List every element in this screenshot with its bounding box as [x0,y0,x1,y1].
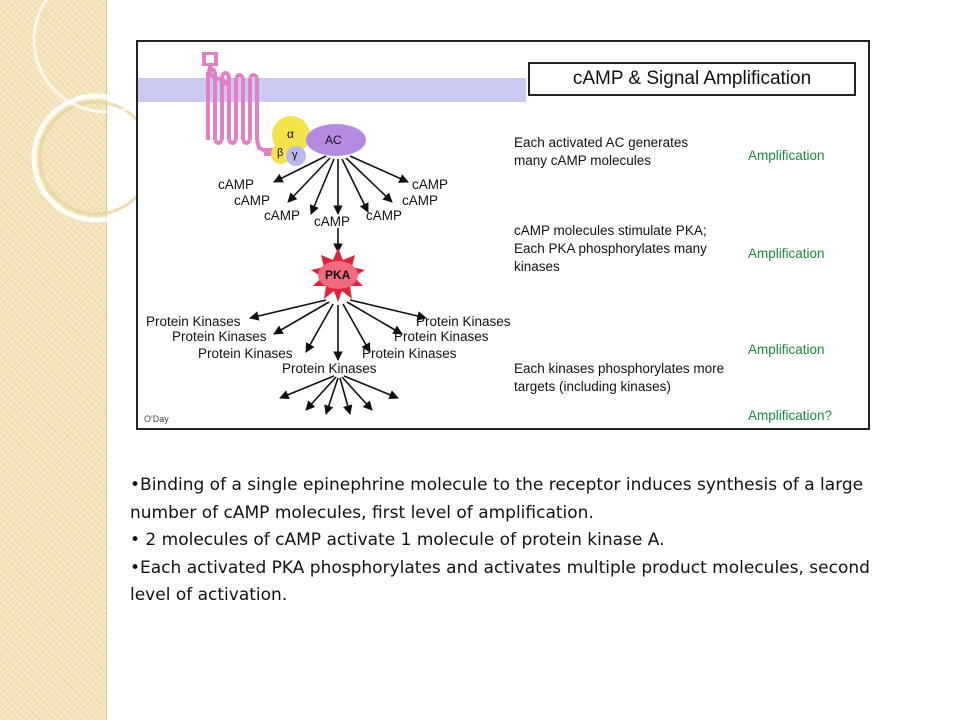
protein-kinases-label: Protein Kinases [394,329,489,344]
camp-label: cAMP [314,214,351,229]
amplification-label: Amplification [748,342,825,357]
beta-subunit-shape [271,144,291,164]
protein-kinases-label: Protein Kinases [198,346,293,361]
bullet-list: •Binding of a single epinephrine molecul… [130,472,870,610]
protein-kinases-label: Protein Kinases [416,314,511,329]
amplification-label: Amplification [748,246,825,261]
protein-kinases-label: Protein Kinases [172,329,267,344]
alpha-label: α [287,127,294,141]
adenylyl-cyclase-shape [306,124,366,156]
pathway-diagram [138,52,526,415]
bullet-item: • 2 molecules of cAMP activate 1 molecul… [130,530,665,550]
figure-title: cAMP & Signal Amplification [528,62,856,96]
receptor [202,52,274,156]
amplification-label: Amplification [748,148,825,163]
bullet-item: •Binding of a single epinephrine molecul… [130,475,864,523]
camp-label: cAMP [218,177,255,192]
beta-label: β [277,147,284,159]
protein-kinases-label: Protein Kinases [362,346,457,361]
camp-label: cAMP [412,177,449,192]
step-kinase-description: Each kinases phosphorylates more targets… [514,361,725,394]
gamma-subunit-shape [286,146,306,166]
ac-label: AC [325,133,342,147]
pka-label: PKA [325,268,351,282]
camp-arrows [273,155,409,215]
step-ac-description: Each activated AC generates many cAMP mo… [514,135,689,168]
amplification-question-label: Amplification? [748,408,833,423]
kinase-arrows [249,299,427,361]
camp-label: cAMP [234,193,271,208]
protein-kinases-label: Protein Kinases [282,361,377,376]
bullet-item: •Each activated PKA phosphorylates and a… [130,557,870,606]
decorative-circles [31,0,140,223]
gamma-label: γ [292,149,298,161]
camp-label: cAMP [264,208,301,223]
target-arrows [279,375,399,415]
camp-amplification-figure: cAMP & Signal Amplification α β γ AC PKA… [136,40,870,430]
cell-membrane [138,78,526,102]
protein-kinases-label: Protein Kinases [146,314,241,329]
step-pka-description: cAMP molecules stimulate PKA; Each PKA p… [514,223,707,274]
figure-credit: O'Day [144,414,169,424]
camp-label: cAMP [402,193,439,208]
camp-label: cAMP [366,208,403,223]
